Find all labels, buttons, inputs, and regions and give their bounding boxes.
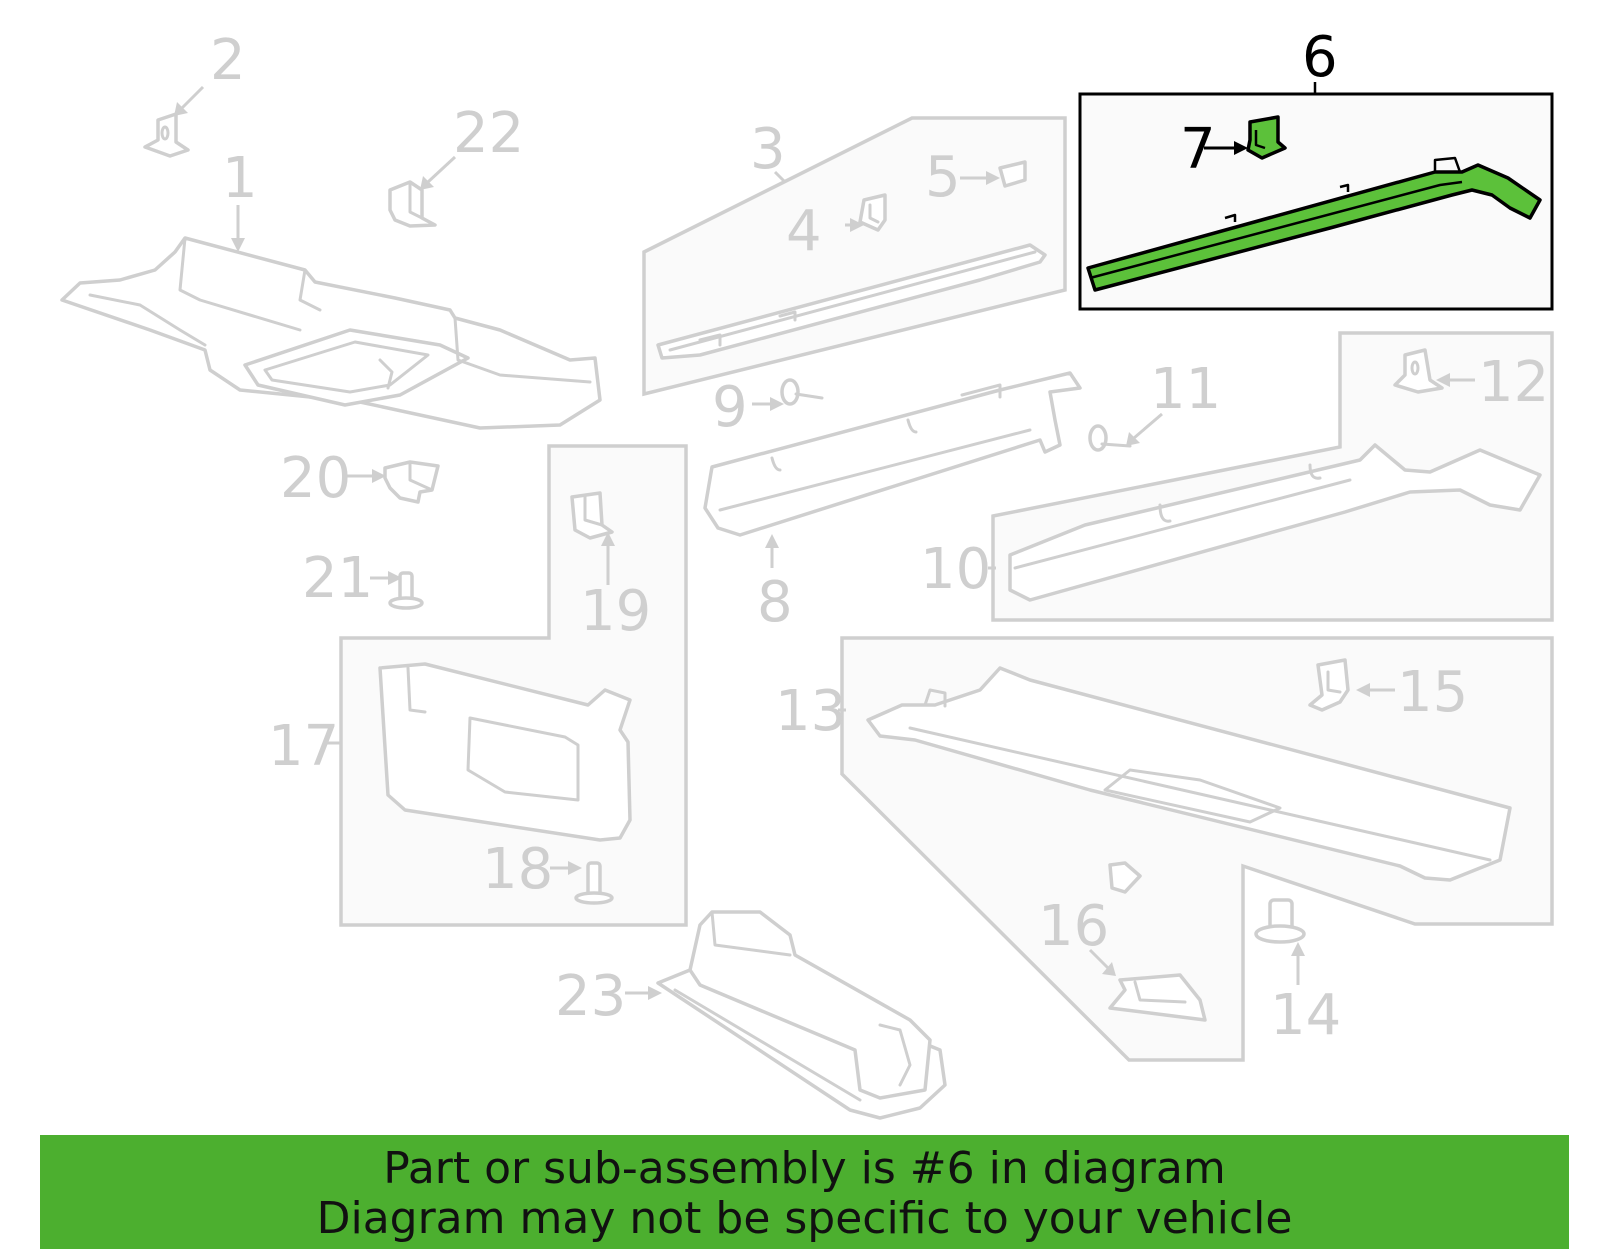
callout-6: 6	[1302, 25, 1338, 90]
clip-part-15[interactable]	[1308, 658, 1350, 712]
callout-12: 12	[1478, 350, 1549, 415]
pin-part-14[interactable]	[1254, 898, 1306, 944]
clip-part-4[interactable]	[858, 193, 887, 232]
callout-2: 2	[210, 28, 246, 93]
sun-visor-part-17[interactable]	[378, 662, 632, 842]
callout-19: 19	[580, 579, 651, 644]
callout-22: 22	[453, 101, 524, 166]
clip-part-19[interactable]	[570, 491, 614, 540]
callout-4: 4	[786, 199, 822, 264]
headliner-part-1[interactable]	[60, 236, 602, 430]
callout-11: 11	[1150, 357, 1221, 422]
callout-1: 1	[222, 146, 258, 211]
callout-15: 15	[1397, 660, 1468, 725]
info-banner: Part or sub-assembly is #6 in diagram Di…	[40, 1135, 1569, 1249]
callout-9: 9	[712, 375, 748, 440]
callout-7: 7	[1180, 117, 1216, 182]
callout-10: 10	[920, 537, 991, 602]
screw-part-11[interactable]	[1088, 424, 1132, 452]
callout-20: 20	[280, 446, 351, 511]
callout-5: 5	[925, 145, 961, 210]
callout-16: 16	[1038, 894, 1109, 959]
callout-8: 8	[757, 570, 793, 635]
callout-17: 17	[268, 714, 339, 779]
rail-part-3[interactable]	[656, 243, 1047, 360]
bracket-part-12[interactable]	[1393, 348, 1444, 394]
rail-part-6-highlighted[interactable]	[1086, 156, 1542, 292]
clip-part-22[interactable]	[388, 180, 437, 228]
callout-14: 14	[1270, 983, 1341, 1048]
banner-line-2: Diagram may not be specific to your vehi…	[316, 1193, 1293, 1244]
callout-21: 21	[302, 546, 373, 611]
rail-part-8[interactable]	[703, 371, 1082, 537]
lamp-part-16[interactable]	[1108, 861, 1207, 1022]
rail-part-13[interactable]	[866, 666, 1512, 882]
pin-part-18[interactable]	[574, 861, 614, 905]
bracket-part-2[interactable]	[143, 112, 190, 158]
clip-part-5[interactable]	[998, 160, 1027, 188]
clip-part-7-highlighted[interactable]	[1246, 115, 1287, 160]
rail-part-10[interactable]	[1008, 443, 1542, 602]
banner-line-1: Part or sub-assembly is #6 in diagram	[383, 1143, 1226, 1194]
screw-part-9[interactable]	[780, 378, 824, 406]
pin-part-21[interactable]	[388, 571, 424, 610]
callout-13: 13	[775, 679, 846, 744]
callout-23: 23	[555, 964, 626, 1029]
callout-18: 18	[482, 837, 553, 902]
clip-part-20[interactable]	[383, 460, 440, 504]
callout-3: 3	[750, 117, 786, 182]
overhead-console-part-23[interactable]	[656, 910, 947, 1120]
